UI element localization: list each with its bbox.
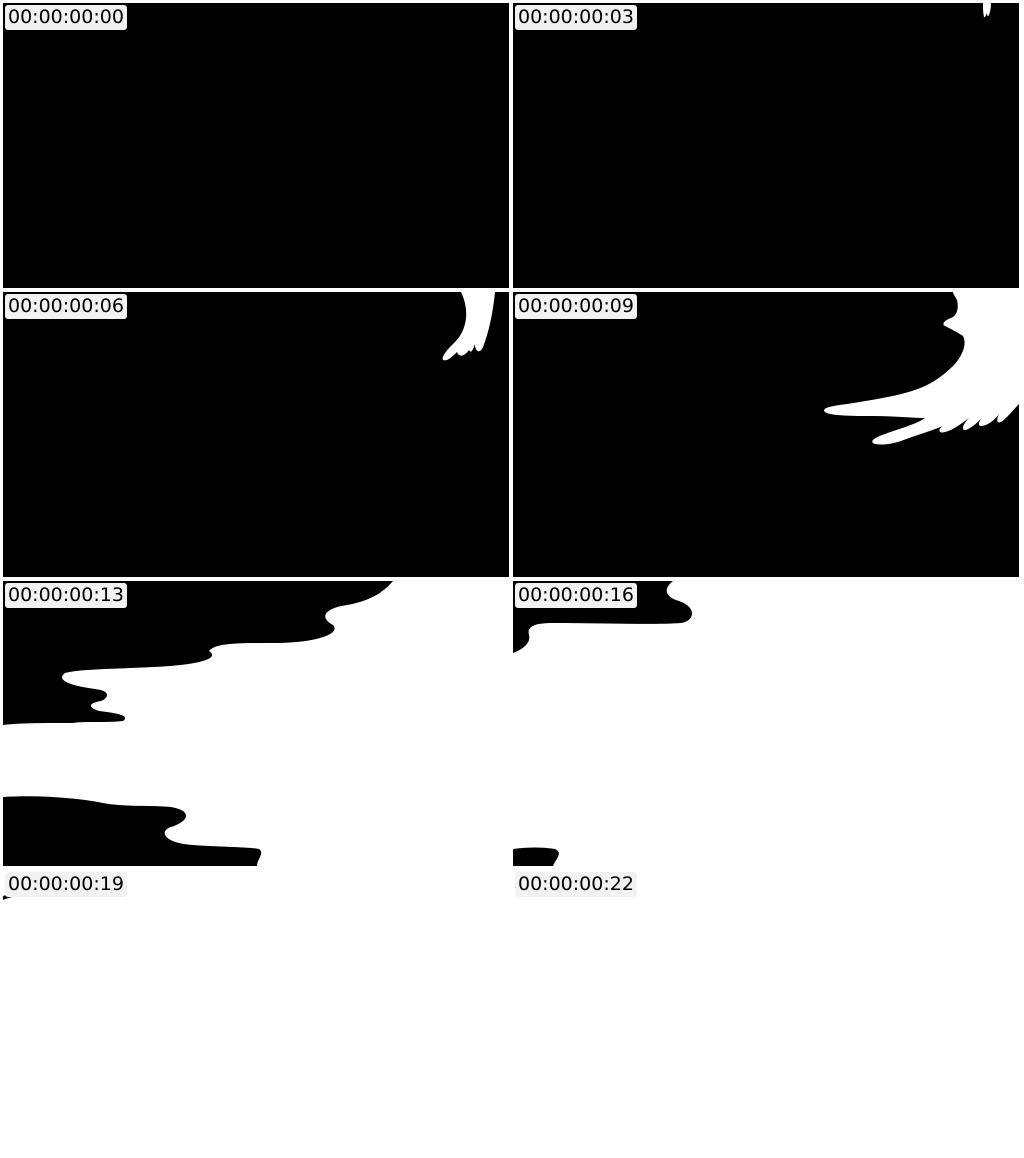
frame-timecode: 00:00:00:19	[5, 872, 127, 897]
frame-timecode: 00:00:00:09	[515, 294, 637, 319]
frame-thumbnail[interactable]: 00:00:00:22	[513, 870, 1019, 1155]
frame-timecode: 00:00:00:06	[5, 294, 127, 319]
frame-matte-image	[513, 292, 1019, 577]
frame-matte-image	[3, 292, 509, 577]
frame-thumbnail[interactable]: 00:00:00:13	[3, 581, 509, 866]
frame-timecode: 00:00:00:22	[515, 872, 637, 897]
frame-thumbnail[interactable]: 00:00:00:06	[3, 292, 509, 577]
frame-thumbnail[interactable]: 00:00:00:09	[513, 292, 1019, 577]
frame-timecode: 00:00:00:16	[515, 583, 637, 608]
frame-thumbnail[interactable]: 00:00:00:00	[3, 3, 509, 288]
frame-matte-image	[3, 581, 509, 866]
frame-timecode: 00:00:00:00	[5, 5, 127, 30]
frame-thumbnail[interactable]: 00:00:00:19	[3, 870, 509, 1155]
frame-matte-image	[513, 3, 1019, 288]
frame-matte-image	[3, 870, 509, 1155]
frame-thumbnail[interactable]: 00:00:00:03	[513, 3, 1019, 288]
frame-thumbnail[interactable]: 00:00:00:16	[513, 581, 1019, 866]
frame-matte-image	[513, 870, 1019, 1155]
frame-timecode: 00:00:00:03	[515, 5, 637, 30]
frame-matte-image	[3, 3, 509, 288]
frame-timecode: 00:00:00:13	[5, 583, 127, 608]
frame-matte-image	[513, 581, 1019, 866]
